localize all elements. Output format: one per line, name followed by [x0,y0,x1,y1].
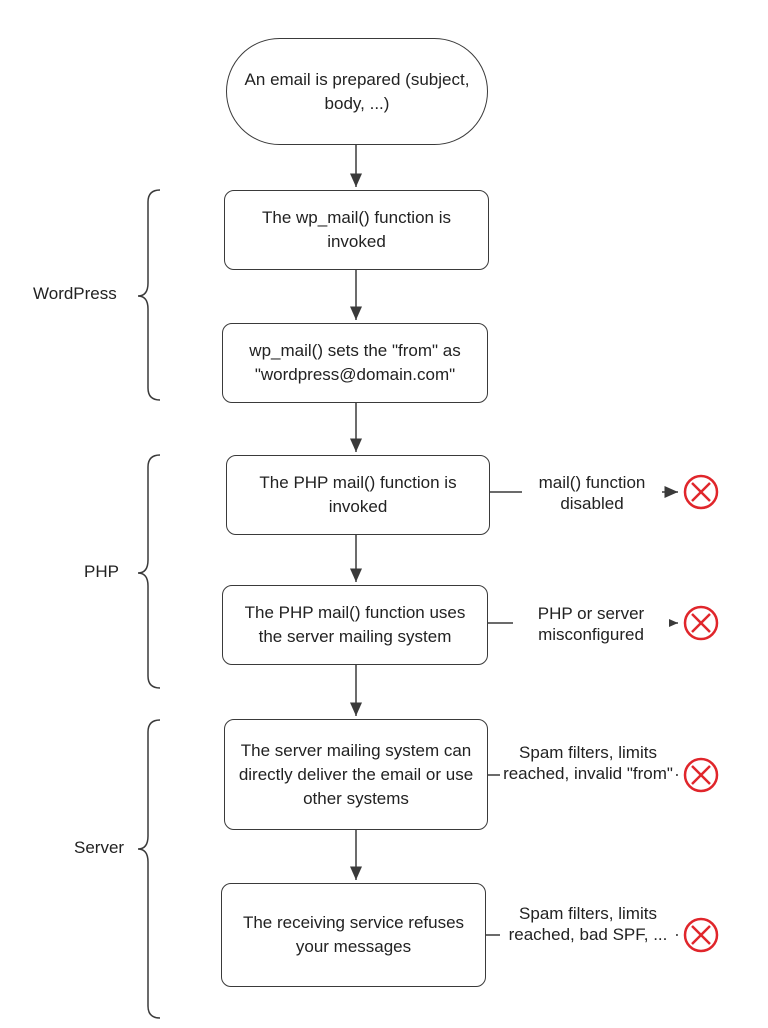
brace-php [137,454,161,689]
error-circle-icon [683,474,719,510]
error-circle-icon [683,917,719,953]
brace-server [137,719,161,1019]
group-label-php: PHP [84,562,119,581]
failure-label-4: Spam filters, limits reached, bad SPF, .… [500,903,676,945]
error-circle-icon [683,605,719,641]
node-server-mailing-system: The server mailing system can directly d… [224,719,488,830]
node-php-mail-invoked: The PHP mail() function is invoked [226,455,490,535]
group-label-server: Server [74,838,125,857]
node-php-mail-uses-server: The PHP mail() function uses the server … [222,585,488,665]
node-receiving-service-refuses: The receiving service refuses your messa… [221,883,486,987]
failure-label-1: mail() function disabled [522,472,662,514]
brace-wordpress [137,189,161,401]
failure-label-2: PHP or server misconfigured [513,603,669,645]
group-label-wordpress: WordPress [33,284,117,303]
start-node: An email is prepared (subject, body, ...… [226,38,488,145]
failure-label-3: Spam filters, limits reached, invalid "f… [500,742,676,784]
node-wp-mail-sets-from: wp_mail() sets the "from" as "wordpress@… [222,323,488,403]
node-wp-mail-invoked: The wp_mail() function is invoked [224,190,489,270]
error-circle-icon [683,757,719,793]
